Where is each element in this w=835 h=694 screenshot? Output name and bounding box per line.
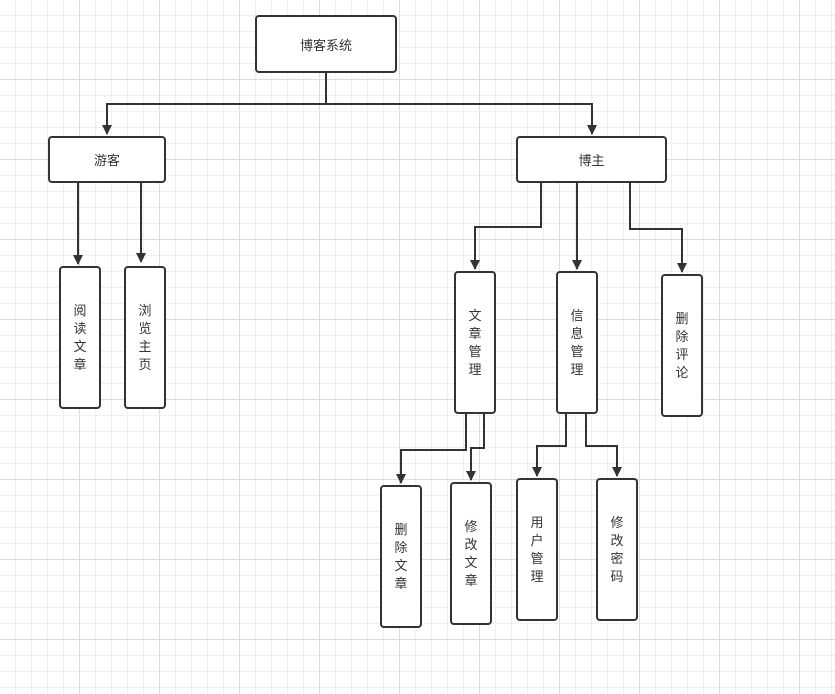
node-info-mgmt: 信息管理 [556, 271, 598, 414]
node-blogger-label: 博主 [578, 153, 605, 168]
edge-info-mgmt-change-password [585, 413, 622, 477]
root-node-label: 博客系统 [299, 37, 352, 53]
edge-article-mgmt-delete-article [396, 413, 467, 484]
edge-info-mgmt-user-mgmt [532, 413, 567, 477]
node-delete-comment: 删除评论 [661, 274, 703, 417]
node-info-mgmt-label: 信息管理 [570, 307, 584, 377]
node-delete-article-label: 删除文章 [394, 521, 408, 591]
node-read-article: 阅读文章 [59, 266, 101, 409]
edge-article-mgmt-edit-article [466, 413, 485, 481]
node-article-mgmt: 文章管理 [454, 271, 496, 414]
node-visitor: 游客 [48, 136, 166, 183]
node-browse-home: 浏览主页 [124, 266, 166, 409]
node-blogger: 博主 [516, 136, 667, 183]
edge-root-blogger [326, 103, 597, 135]
root-node-blog-system: 博客系统 [255, 15, 397, 73]
node-visitor-label: 游客 [93, 153, 120, 168]
node-edit-article-label: 修改文章 [464, 518, 478, 588]
node-edit-article: 修改文章 [450, 482, 492, 625]
edge-root-visitor [102, 72, 327, 135]
node-delete-article: 删除文章 [380, 485, 422, 628]
node-read-article-label: 阅读文章 [73, 302, 87, 372]
edge-blogger-article-mgmt [470, 182, 542, 270]
node-change-password-label: 修改密码 [610, 514, 624, 584]
node-article-mgmt-label: 文章管理 [468, 307, 482, 377]
node-user-mgmt-label: 用户管理 [530, 514, 544, 584]
edge-blogger-delete-comment [629, 182, 687, 273]
node-change-password: 修改密码 [596, 478, 638, 621]
node-browse-home-label: 浏览主页 [138, 302, 152, 372]
node-user-mgmt: 用户管理 [516, 478, 558, 621]
node-delete-comment-label: 删除评论 [675, 310, 689, 380]
